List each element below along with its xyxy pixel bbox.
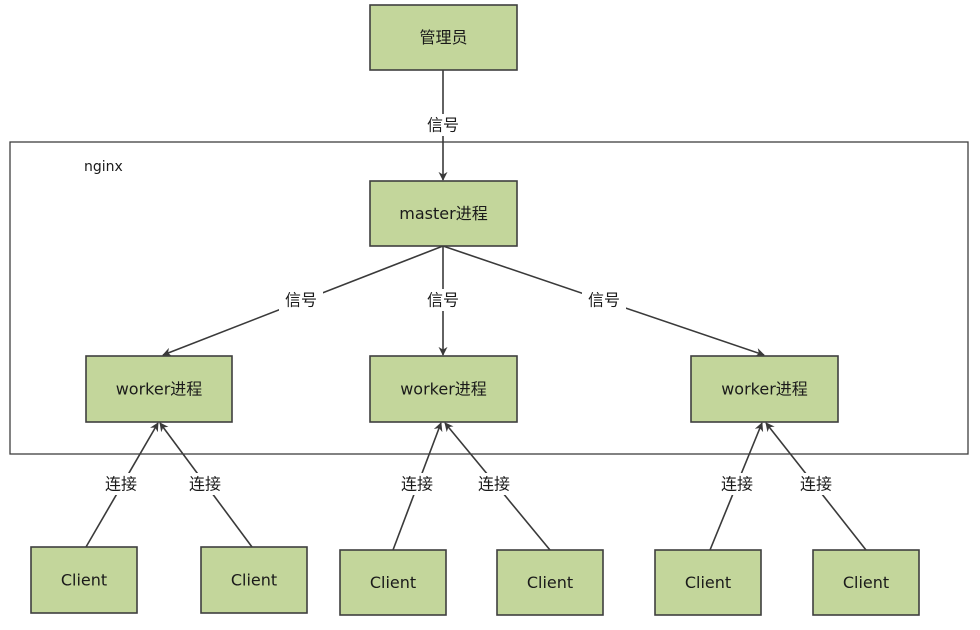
node-client4-box	[496, 549, 604, 616]
edge-master-worker3-label-bg	[582, 289, 626, 311]
edge-client3-worker2-label: 连接	[401, 475, 433, 494]
nginx-group-label: nginx	[84, 159, 123, 175]
edge-client3-worker2: 连接	[392, 422, 443, 551]
edge-master-worker2-label-bg	[421, 289, 465, 311]
edge-client4-worker2-label: 连接	[478, 475, 510, 494]
edge-client1-worker1: 连接	[85, 422, 159, 548]
node-client6: Client	[812, 549, 920, 616]
node-client1-label: Client	[61, 571, 107, 590]
node-client2-label: Client	[231, 571, 277, 590]
edge-client2-worker1-label-bg	[183, 473, 227, 495]
edge-client4-worker2: 连接	[444, 422, 551, 551]
node-worker1: worker进程	[85, 355, 233, 423]
edge-master-worker1: 信号	[162, 245, 444, 357]
node-client3: Client	[339, 549, 447, 616]
node-worker2-label: worker进程	[400, 380, 487, 399]
edge-client6-worker3: 连接	[765, 422, 867, 551]
edge-master-worker1-label: 信号	[285, 291, 317, 310]
edge-client1-worker1-label-bg	[99, 473, 143, 495]
node-worker1-label: worker进程	[116, 380, 203, 399]
edge-client2-worker1-label: 连接	[189, 475, 221, 494]
node-admin-label: 管理员	[419, 28, 467, 47]
node-client2-box	[200, 546, 308, 614]
edge-client5-worker3: 连接	[709, 422, 764, 551]
node-client3-label: Client	[370, 573, 416, 592]
edge-client6-worker3-label: 连接	[800, 475, 832, 494]
edge-master-worker3-label: 信号	[588, 291, 620, 310]
node-worker3-label: worker进程	[721, 380, 808, 399]
node-client2: Client	[200, 546, 308, 614]
edge-master-worker1-label-bg	[279, 289, 323, 311]
node-client3-box	[339, 549, 447, 616]
node-admin-box	[369, 4, 518, 71]
node-worker2: worker进程	[369, 355, 518, 423]
node-worker1-box	[85, 355, 233, 423]
node-master-box	[369, 180, 518, 247]
node-worker2-box	[369, 355, 518, 423]
node-client6-label: Client	[843, 573, 889, 592]
node-worker3: worker进程	[690, 355, 839, 423]
node-client5-box	[654, 549, 762, 616]
edge-client1-worker1-label: 连接	[105, 475, 137, 494]
edge-client5-worker3-label: 连接	[721, 475, 753, 494]
node-client5: Client	[654, 549, 762, 616]
node-client4: Client	[496, 549, 604, 616]
edge-admin-master-label: 信号	[427, 116, 459, 135]
edge-client3-worker2-label-bg	[395, 473, 439, 495]
edge-master-worker2-label: 信号	[427, 291, 459, 310]
edge-client2-worker1: 连接	[159, 422, 253, 548]
node-admin: 管理员	[369, 4, 518, 71]
edge-admin-master: 信号	[421, 70, 465, 181]
node-client5-label: Client	[685, 573, 731, 592]
edge-master-worker2: 信号	[421, 246, 465, 356]
node-client1: Client	[30, 546, 138, 614]
node-client4-label: Client	[527, 573, 573, 592]
node-master-label: master进程	[399, 204, 487, 223]
edge-admin-master-label-bg	[421, 114, 465, 136]
edge-client5-worker3-label-bg	[715, 473, 759, 495]
edge-client4-worker2-label-bg	[472, 473, 516, 495]
node-client1-box	[30, 546, 138, 614]
node-master: master进程	[369, 180, 518, 247]
node-client6-box	[812, 549, 920, 616]
edge-client6-worker3-label-bg	[794, 473, 838, 495]
edge-master-worker3: 信号	[442, 245, 765, 357]
node-worker3-box	[690, 355, 839, 423]
